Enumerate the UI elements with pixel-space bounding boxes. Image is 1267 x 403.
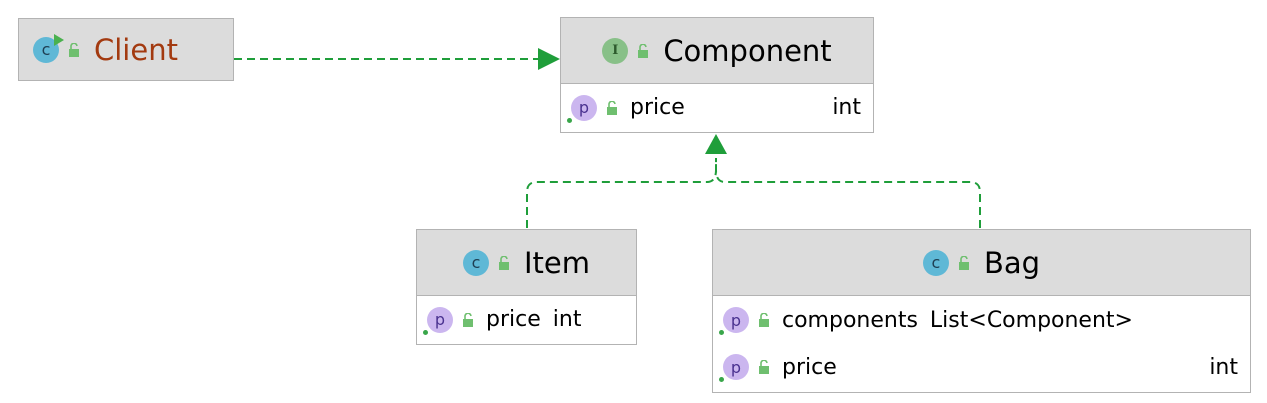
dependency-arrowhead [538,48,560,70]
implements-arrowhead [705,134,727,154]
property-icon: p [423,306,453,335]
class-item-header[interactable]: c Item [417,230,636,296]
class-icon: c [922,249,949,276]
run-arrow-icon [54,33,64,46]
field-type: int [832,95,861,120]
field-type: int [552,307,582,332]
field-row[interactable]: p price int [713,344,1250,390]
field-row[interactable]: p price int [561,84,873,131]
class-item[interactable]: c Item p price int [416,229,637,345]
class-client-header[interactable]: c Client [19,19,233,80]
public-lock-icon [758,360,770,374]
public-lock-icon [958,255,970,270]
implements-edge-bag-component [715,158,981,228]
class-name: Item [523,245,590,280]
public-lock-icon [462,312,474,327]
class-name: Component [663,33,832,68]
class-name: Bag [983,245,1041,280]
class-component-header[interactable]: I Component [561,18,873,84]
field-name: price [782,354,837,380]
field-name: price [486,307,541,332]
class-component[interactable]: I Component p price int [560,17,874,133]
public-lock-icon [637,43,649,58]
class-bag-header[interactable]: c Bag [713,230,1250,296]
class-bag[interactable]: c Bag p components List<Component> p pri… [712,229,1251,393]
public-lock-icon [68,42,80,57]
class-icon: c [462,249,489,276]
field-type: int [1209,354,1238,380]
interface-icon: I [602,37,629,64]
field-row[interactable]: p price int [417,296,636,343]
property-icon: p [719,307,749,335]
public-lock-icon [498,255,510,270]
public-lock-icon [758,313,770,327]
class-client[interactable]: c Client [18,18,234,81]
property-icon: p [719,354,749,382]
implements-edge-item-component [526,158,717,228]
field-name: components [782,307,918,333]
public-lock-icon [606,100,618,115]
class-name: Client [94,32,178,67]
property-icon: p [567,94,597,123]
field-type: List<Component> [929,307,1133,333]
class-icon: c [33,33,64,63]
field-row[interactable]: p components List<Component> [713,296,1250,344]
field-name: price [630,95,685,120]
